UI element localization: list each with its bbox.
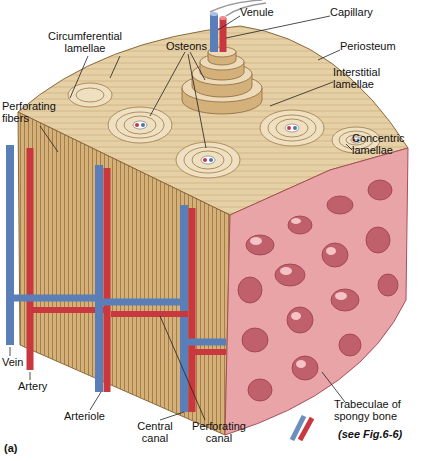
vessel-label: Venule <box>240 6 274 18</box>
leader-lines <box>10 16 352 420</box>
part-label: Perforating canal <box>188 420 250 444</box>
part-label: Perforating fibers <box>2 100 70 124</box>
vessel-label: Artery <box>18 380 47 392</box>
part-label: Circumferential lamellae <box>42 30 128 54</box>
part-label: Periosteum <box>340 40 396 52</box>
part-label: Osteons <box>166 40 207 52</box>
part-label: Central canal <box>132 420 178 444</box>
part-label: Trabeculae of spongy bone <box>334 398 420 422</box>
part-label: Concentric lamellae <box>352 132 418 156</box>
figure-reference: (see Fig.6-6) <box>338 428 402 440</box>
vessel-label: Arteriole <box>64 410 105 422</box>
vessel-label: Capillary <box>330 6 373 18</box>
part-label: Interstitial lamellae <box>333 66 401 90</box>
vessel-label: Vein <box>2 356 23 368</box>
panel-letter: (a) <box>4 442 17 454</box>
